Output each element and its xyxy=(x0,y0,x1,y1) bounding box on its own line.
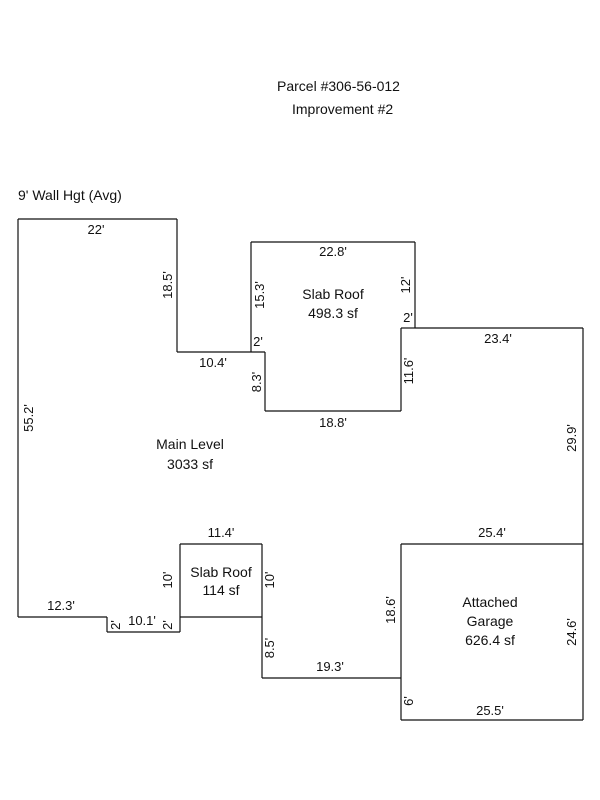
dim-upper-slab-left: 15.3' xyxy=(252,281,267,309)
area-lower-slab-roof: Slab Roof 114 sf xyxy=(180,563,262,599)
area-lower-slab-roof-name: Slab Roof xyxy=(190,564,252,580)
area-upper-slab-roof-name: Slab Roof xyxy=(302,286,364,302)
dim-garage-top: 25.4' xyxy=(478,525,506,540)
dim-lower-slab-top: 11.4' xyxy=(208,525,235,540)
upper-slab-roof-outline xyxy=(250,241,416,412)
dim-main-step-a: 2' xyxy=(108,620,123,630)
dim-garage-right: 24.6' xyxy=(564,618,579,646)
lower-slab-roof-outline xyxy=(179,543,401,679)
dim-upper-bottom-right: 11.6' xyxy=(401,358,416,385)
area-upper-slab-roof-size: 498.3 sf xyxy=(308,305,358,321)
area-attached-garage: Attached Garage 626.4 sf xyxy=(440,593,540,650)
dim-main-top: 22' xyxy=(88,222,105,237)
area-main-level-name: Main Level xyxy=(156,436,224,452)
area-lower-slab-roof-size: 114 sf xyxy=(202,582,240,598)
wall-height-label: 9' Wall Hgt (Avg) xyxy=(18,187,122,203)
area-main-level-size: 3033 sf xyxy=(167,456,213,472)
dim-upper-slab-right: 12' xyxy=(398,277,413,294)
dim-main-bottom-left: 12.3' xyxy=(47,598,75,613)
area-upper-slab-roof: Slab Roof 498.3 sf xyxy=(283,285,383,323)
dim-lower-slab-right: 10' xyxy=(262,572,277,589)
area-garage-size: 626.4 sf xyxy=(465,632,515,648)
improvement-number: Improvement #2 xyxy=(292,101,394,117)
area-main-level: Main Level 3033 sf xyxy=(140,434,240,474)
dim-main-inner-horizontal: 10.4' xyxy=(199,355,227,370)
area-garage-name-line1: Attached xyxy=(462,594,518,610)
area-garage-name-line2: Garage xyxy=(466,613,514,629)
dim-east-right: 29.9' xyxy=(564,424,579,452)
dim-garage-bottom: 25.5' xyxy=(476,703,504,718)
main-level-outline xyxy=(17,218,265,633)
dim-lower-left-drop: 8.5' xyxy=(262,638,277,659)
dim-main-step-b: 2' xyxy=(160,620,175,630)
east-section-outline xyxy=(415,327,584,720)
dim-lower-slab-left: 10' xyxy=(160,572,175,589)
dim-upper-bottom: 18.8' xyxy=(319,415,347,430)
dim-east-top: 23.4' xyxy=(484,331,512,346)
dim-upper-bottom-left: 8.3' xyxy=(249,372,264,393)
dim-main-bottom-mid: 10.1' xyxy=(128,613,156,628)
dim-upper-slab-right-step: 2' xyxy=(403,310,413,325)
garage-outline xyxy=(400,543,583,721)
dim-upper-slab-left-step: 2' xyxy=(253,334,263,349)
dim-main-inner-vertical: 18.5' xyxy=(160,271,175,299)
dim-lower-bottom: 19.3' xyxy=(316,659,344,674)
dim-garage-left-step: 6' xyxy=(401,696,416,706)
dim-garage-left: 18.6' xyxy=(383,596,398,624)
dim-upper-slab-top: 22.8' xyxy=(319,244,347,259)
dim-main-left: 55.2' xyxy=(21,404,36,432)
parcel-number: Parcel #306-56-012 xyxy=(277,78,400,94)
